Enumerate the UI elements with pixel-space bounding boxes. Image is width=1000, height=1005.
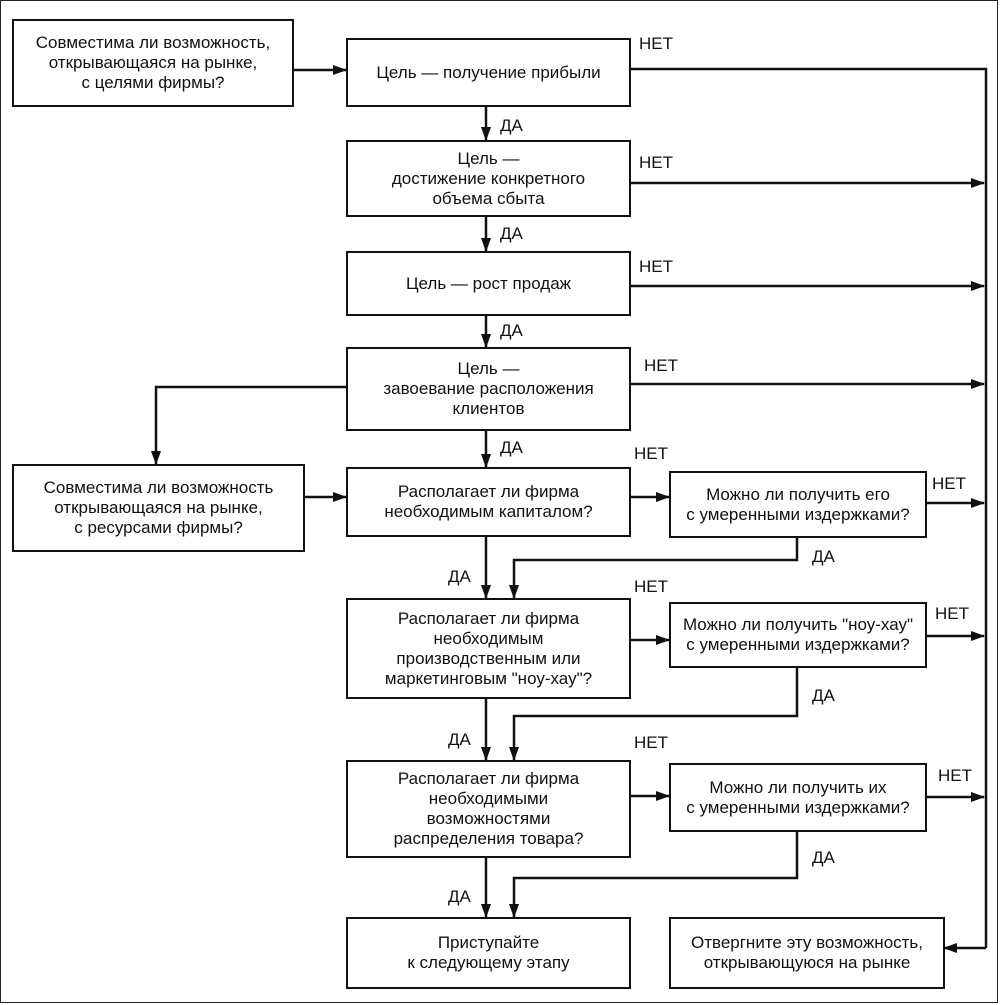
yes-label: ДА bbox=[448, 887, 471, 906]
no-label: НЕТ bbox=[938, 766, 972, 785]
no-label: НЕТ bbox=[932, 474, 966, 493]
box-goal-clients: Цель — завоевание расположения клиентов bbox=[346, 347, 631, 431]
no-label: НЕТ bbox=[639, 257, 673, 276]
box-market-goals: Совместима ли возможность, открывающаяся… bbox=[12, 19, 294, 107]
yes-label: ДА bbox=[812, 547, 835, 566]
yes-label: ДА bbox=[448, 730, 471, 749]
arrow-distribution-alt-yes bbox=[509, 831, 799, 918]
box-capital: Располагает ли фирма необходимым капитал… bbox=[346, 467, 631, 537]
box-reject: Отвергните эту возможность, открывающуюс… bbox=[669, 917, 945, 989]
no-label: НЕТ bbox=[634, 577, 668, 596]
yes-label: ДА bbox=[812, 848, 835, 867]
yes-label: ДА bbox=[448, 567, 471, 586]
box-knowhow: Располагает ли фирма необходимым произво… bbox=[346, 598, 631, 699]
box-capital-alt: Можно ли получить его с умеренными издер… bbox=[669, 471, 927, 538]
box-goal-growth: Цель — рост продаж bbox=[346, 251, 631, 316]
no-label: НЕТ bbox=[644, 356, 678, 375]
no-label: НЕТ bbox=[935, 604, 969, 623]
yes-label: ДА bbox=[500, 321, 523, 340]
box-knowhow-alt: Можно ли получить "ноу-хау" с умеренными… bbox=[669, 602, 927, 668]
reject-bus-line bbox=[630, 67, 988, 948]
box-distribution-alt: Можно ли получить их с умеренными издерж… bbox=[669, 763, 927, 832]
arrow-capital-alt-yes bbox=[509, 537, 799, 599]
no-label: НЕТ bbox=[634, 733, 668, 752]
box-goal-volume: Цель — достижение конкретного объема сбы… bbox=[346, 140, 631, 217]
no-label: НЕТ bbox=[639, 153, 673, 172]
no-label: НЕТ bbox=[639, 34, 673, 53]
yes-label: ДА bbox=[812, 686, 835, 705]
box-goal-profit: Цель — получение прибыли bbox=[346, 38, 631, 107]
yes-label: ДА bbox=[500, 438, 523, 457]
no-label: НЕТ bbox=[634, 444, 668, 463]
yes-label: ДА bbox=[500, 116, 523, 135]
yes-label: ДА bbox=[500, 224, 523, 243]
box-market-resources: Совместима ли возможность открывающаяся … bbox=[12, 464, 305, 552]
arrow-clients-to-resources bbox=[151, 385, 346, 465]
box-proceed: Приступайте к следующему этапу bbox=[346, 917, 631, 989]
arrow-knowhow-alt-yes bbox=[509, 667, 799, 761]
box-distribution: Располагает ли фирма необходимыми возмож… bbox=[346, 760, 631, 858]
